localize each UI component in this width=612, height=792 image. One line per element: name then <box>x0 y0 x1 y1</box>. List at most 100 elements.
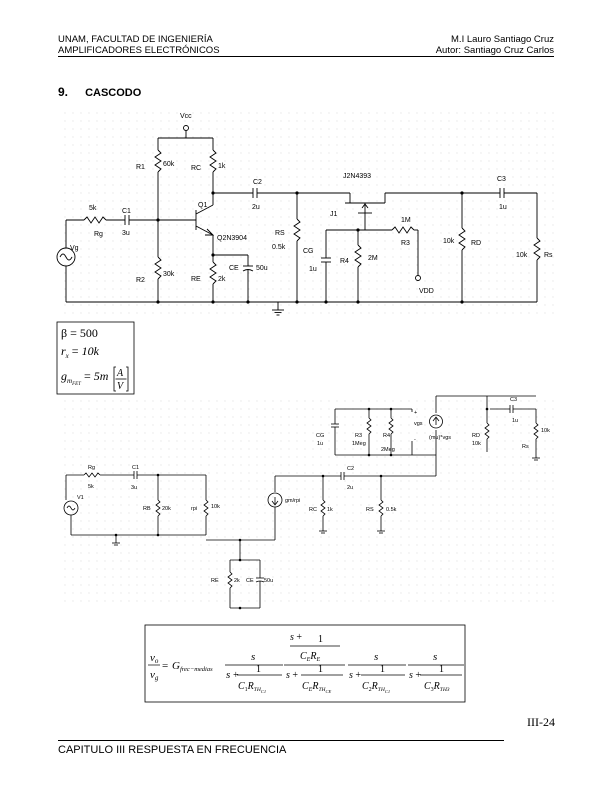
f-t2-R-subsub: CE <box>325 689 331 694</box>
svg-text:s +: s + <box>286 670 298 681</box>
f-t3-C: C <box>362 681 369 692</box>
svg-text:C1RTHC1: C1RTHC1 <box>238 681 266 694</box>
svg-text:Gfrec−medias: Gfrec−medias <box>172 660 213 673</box>
f-vg-sub: g <box>155 674 159 682</box>
c2-vgs-label: vgs <box>414 421 423 427</box>
f-t4-R: R <box>433 681 440 692</box>
c1-r4-label: R4 <box>340 258 349 265</box>
f-t4-plus: + <box>415 670 421 681</box>
f-eq: = <box>162 660 168 672</box>
f-t3-s: s <box>349 670 353 681</box>
f-t3-C-sub: 2 <box>369 687 372 693</box>
c1-rc-label: RC <box>191 165 201 172</box>
c2-rpi-value: 10k <box>211 504 220 510</box>
c1-re-label: RE <box>191 276 201 283</box>
c1-ce-label: CE <box>229 265 239 272</box>
f-t1-plus: + <box>233 670 239 681</box>
f-t2-num-one: 1 <box>318 634 323 645</box>
footer-rule <box>58 740 504 741</box>
c2-rg-label: Rg <box>88 465 95 471</box>
c1-c2-value: 2u <box>252 204 260 211</box>
c2-rs-load-value: 10k <box>541 428 550 434</box>
c1-c1-label: C1 <box>122 208 131 215</box>
f-t2-num-s: s <box>290 632 294 643</box>
f-t3-plus: + <box>355 670 361 681</box>
c2-rd-value: 10k <box>472 441 481 447</box>
header-right: M.I Lauro Santiago Cruz Autor: Santiago … <box>436 34 554 56</box>
parameters-box: β = 500 rx = 10k gmFET = 5m A V <box>56 321 135 395</box>
c2-cg-value: 1u <box>317 441 323 447</box>
c1-rl-label: Rs <box>544 252 553 259</box>
c1-vcc-label: Vcc <box>180 113 192 120</box>
c2-c1-label: C1 <box>132 465 139 471</box>
c1-rl-value: 10k <box>516 252 528 259</box>
f-t1-R-sub: TH <box>254 687 262 693</box>
f-t2-num-R-sub: E <box>315 657 320 663</box>
c1-re-value: 2k <box>218 276 226 283</box>
c1-c1-value: 3u <box>122 230 130 237</box>
f-t2-s: s <box>286 670 290 681</box>
param-beta: β = 500 <box>61 326 98 340</box>
svg-text:gmFET = 5m: gmFET = 5m <box>61 369 109 387</box>
c2-rg-value: 5k <box>88 484 94 490</box>
c1-r3-value: 1M <box>401 217 411 224</box>
c2-gm-label: gm/rpi <box>285 498 300 504</box>
header-rule <box>58 56 554 57</box>
c2-rpi-label: rpi <box>191 506 197 512</box>
c2-rs-label: RS <box>366 507 374 513</box>
f-t2-C-sub: E <box>308 687 313 693</box>
c2-r3-label: R3 <box>355 433 362 439</box>
f-G: G <box>172 660 180 672</box>
circuit-1-grid <box>58 110 554 320</box>
param-gm: 5m <box>94 369 109 383</box>
svg-text:s +: s + <box>290 632 302 643</box>
svg-text:C2RTHC1: C2RTHC1 <box>362 681 390 694</box>
f-t2-num-C: C <box>300 651 307 662</box>
svg-text:rx = 10k: rx = 10k <box>61 344 100 360</box>
svg-text:CERTHCE: CERTHCE <box>302 681 331 694</box>
c1-r2-label: R2 <box>136 277 145 284</box>
f-t3-R: R <box>371 681 378 692</box>
f-vo-sub: o <box>155 657 159 665</box>
svg-text:V: V <box>117 381 125 392</box>
c2-rc-label: RC <box>309 507 317 513</box>
c1-r3-label: R3 <box>401 240 410 247</box>
circuit-2-grid <box>58 398 554 608</box>
f-t2-C: C <box>302 681 309 692</box>
c2-rs-value: 0.5k <box>386 507 397 513</box>
c1-r1-label: R1 <box>136 164 145 171</box>
f-t2-one: 1 <box>318 664 323 675</box>
f-t4-one: 1 <box>439 664 444 675</box>
svg-text:C3RTH3: C3RTH3 <box>424 681 450 693</box>
c2-v1-label: V1 <box>77 495 84 501</box>
c1-bjt-part: Q2N3904 <box>217 235 247 242</box>
svg-text:s +: s + <box>409 670 421 681</box>
c1-rg-value: 5k <box>89 205 97 212</box>
f-t1-C-sub: 1 <box>245 687 248 693</box>
f-t1-s: s <box>226 669 230 681</box>
c1-r4-value: 2M <box>368 255 378 262</box>
c1-cg-label: CG <box>303 248 314 255</box>
c2-c3-value: 1u <box>512 418 518 424</box>
circuit-2-schematic: CG 1u R3 1Meg R4 2Meg vgs + - (mu)*vgs R… <box>58 395 554 610</box>
f-t4-C-sub: 3 <box>431 687 434 693</box>
c1-c2-label: C2 <box>253 179 262 186</box>
c1-cg-value: 1u <box>309 266 317 273</box>
c2-rs-load-label: Rs <box>522 444 529 450</box>
c2-vgs-plus: + <box>414 410 417 416</box>
c2-c1-value: 3u <box>131 485 137 491</box>
svg-text:CERE: CERE <box>300 651 320 663</box>
c2-rd-label: RD <box>472 433 480 439</box>
c2-c2-label: C2 <box>347 466 354 472</box>
c2-vgs-minus: - <box>414 437 416 443</box>
c2-rb-label: RB <box>143 506 151 512</box>
c1-r1-value: 60k <box>163 161 175 168</box>
param-rx: 10k <box>82 344 100 358</box>
footer-chapter: CAPITULO III RESPUESTA EN FRECUENCIA <box>58 744 287 756</box>
c2-ce-label: CE <box>246 578 254 584</box>
c2-r4-label: R4 <box>383 433 390 439</box>
c1-ce-value: 50u <box>256 265 268 272</box>
c1-r2-value: 30k <box>163 271 175 278</box>
c2-c3-label: C3 <box>510 397 517 403</box>
